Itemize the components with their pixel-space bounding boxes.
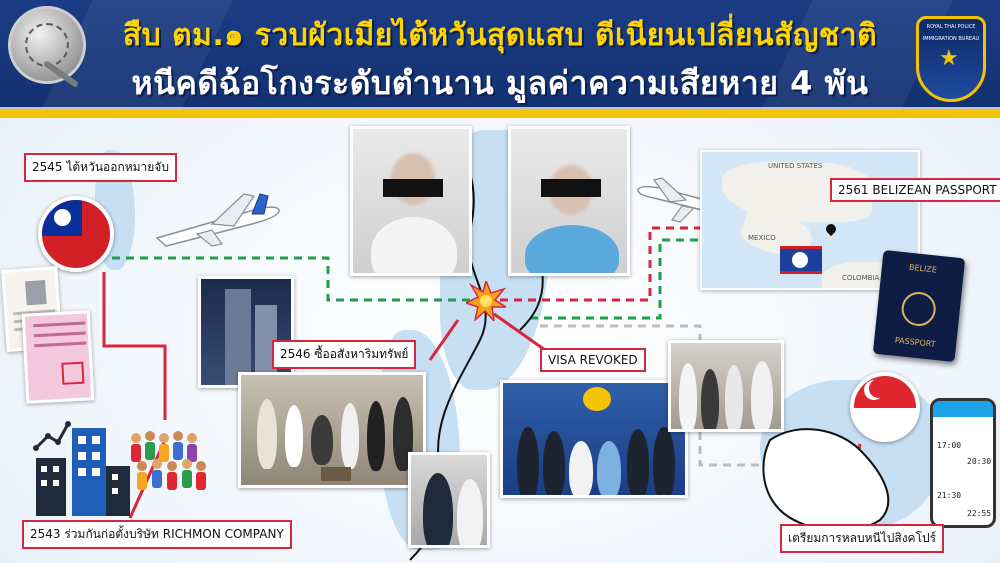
flight-time: 20:30 bbox=[967, 457, 992, 466]
company-founded-label: 2543 ร่วมกันก่อตั้งบริษัท RICHMON COMPAN… bbox=[22, 520, 292, 549]
flight-time: 22:55 bbox=[967, 509, 992, 518]
suspect-shirt bbox=[371, 217, 457, 273]
eye-censor-bar bbox=[383, 179, 443, 197]
passport-type: PASSPORT bbox=[894, 335, 937, 349]
suspect bbox=[597, 441, 621, 495]
officer bbox=[517, 427, 539, 495]
investors-crowd-icon bbox=[131, 431, 206, 490]
taiwan-flag-icon bbox=[38, 196, 114, 272]
person bbox=[679, 363, 697, 429]
passport-crest bbox=[900, 290, 938, 328]
property-search-photo bbox=[238, 372, 426, 488]
evidence-box bbox=[321, 467, 351, 481]
flag-emblem bbox=[792, 252, 808, 268]
flag-crescent-cutout bbox=[869, 379, 888, 398]
flight-time: 21:30 bbox=[937, 491, 962, 500]
eye-censor-bar bbox=[541, 179, 601, 197]
suspect-shirt bbox=[525, 225, 619, 273]
singapore-escape-label: เตรียมการหลบหนีไปสิงคโปร์ bbox=[780, 524, 945, 553]
suspect bbox=[457, 479, 483, 545]
officer-photo bbox=[408, 452, 490, 548]
arrest-warrant-form-image bbox=[21, 310, 95, 404]
officer bbox=[653, 427, 675, 495]
officer bbox=[627, 429, 649, 495]
visa-revoked-label: VISA REVOKED bbox=[540, 348, 646, 372]
badge-shield bbox=[916, 16, 986, 102]
arrest-scene-photo bbox=[668, 340, 784, 432]
badge-star-icon: ★ bbox=[939, 46, 959, 71]
phone-app-header bbox=[933, 401, 993, 417]
passport-country: BELIZE bbox=[908, 262, 938, 275]
person bbox=[311, 415, 333, 465]
person bbox=[701, 369, 719, 429]
police-emblem-icon bbox=[8, 6, 86, 88]
bureau-seal bbox=[583, 387, 611, 411]
headline-line-1: สืบ ตม.๑ รวบผัวเมียไต้หวันสุดแสบ ตีเนียน… bbox=[122, 18, 878, 53]
belize-passport-icon: BELIZE PASSPORT bbox=[872, 249, 966, 363]
male-suspect-photo bbox=[350, 126, 472, 276]
immigration-bureau-badge-icon: ROYAL THAI POLICE ★ IMMIGRATION BUREAU bbox=[916, 16, 986, 102]
belize-passport-label: 2561 BELIZEAN PASSPORT bbox=[830, 178, 1000, 202]
suspect bbox=[569, 441, 593, 495]
headline-line-2: หนีคดีฉ้อโกงระดับตำนาน มูลค่าความเสียหาย… bbox=[131, 64, 869, 118]
form-stamp bbox=[61, 361, 85, 385]
document-photo bbox=[25, 280, 47, 306]
airplane-icon bbox=[155, 193, 280, 247]
map-label-mexico: MEXICO bbox=[748, 234, 776, 242]
person bbox=[285, 405, 303, 467]
header-divider bbox=[0, 107, 1000, 110]
flight-booking-phone-icon: 17:00 20:30 21:30 22:55 bbox=[930, 398, 996, 528]
header-stripe bbox=[0, 110, 1000, 118]
taiwan-warrant-label: 2545 ไต้หวันออกหมายจับ bbox=[24, 153, 177, 182]
badge-text-top: ROYAL THAI POLICE bbox=[926, 24, 976, 30]
female-suspect-photo bbox=[508, 126, 630, 276]
badge-text-mid: IMMIGRATION BUREAU bbox=[922, 36, 980, 42]
header-banner: สืบ ตม.๑ รวบผัวเมียไต้หวันสุดแสบ ตีเนียน… bbox=[0, 0, 1000, 118]
condominium-photo bbox=[198, 276, 294, 388]
building-tower bbox=[255, 305, 277, 385]
map-pin-icon bbox=[823, 221, 839, 237]
company-buildings-icon bbox=[33, 421, 130, 516]
person bbox=[725, 365, 743, 429]
form-line bbox=[33, 321, 86, 328]
property-purchase-label: 2546 ซื้ออสังหาริมทรัพย์ bbox=[272, 340, 417, 369]
person bbox=[341, 403, 359, 469]
person bbox=[257, 399, 277, 469]
visa-revoked-burst-icon bbox=[466, 281, 506, 321]
person bbox=[751, 361, 773, 429]
belize-flag-icon bbox=[780, 246, 822, 274]
form-line bbox=[34, 341, 87, 348]
building-tower bbox=[225, 289, 251, 385]
map-label-colombia: COLOMBIA bbox=[842, 274, 880, 282]
person bbox=[367, 401, 385, 471]
flag-sun bbox=[54, 209, 71, 226]
flight-time: 17:00 bbox=[937, 441, 962, 450]
officer bbox=[543, 431, 565, 495]
officer bbox=[423, 473, 453, 545]
press-conference-photo bbox=[500, 380, 688, 498]
map-label-us: UNITED STATES bbox=[768, 162, 823, 170]
singapore-flag-icon bbox=[850, 372, 920, 442]
form-line bbox=[33, 331, 86, 338]
